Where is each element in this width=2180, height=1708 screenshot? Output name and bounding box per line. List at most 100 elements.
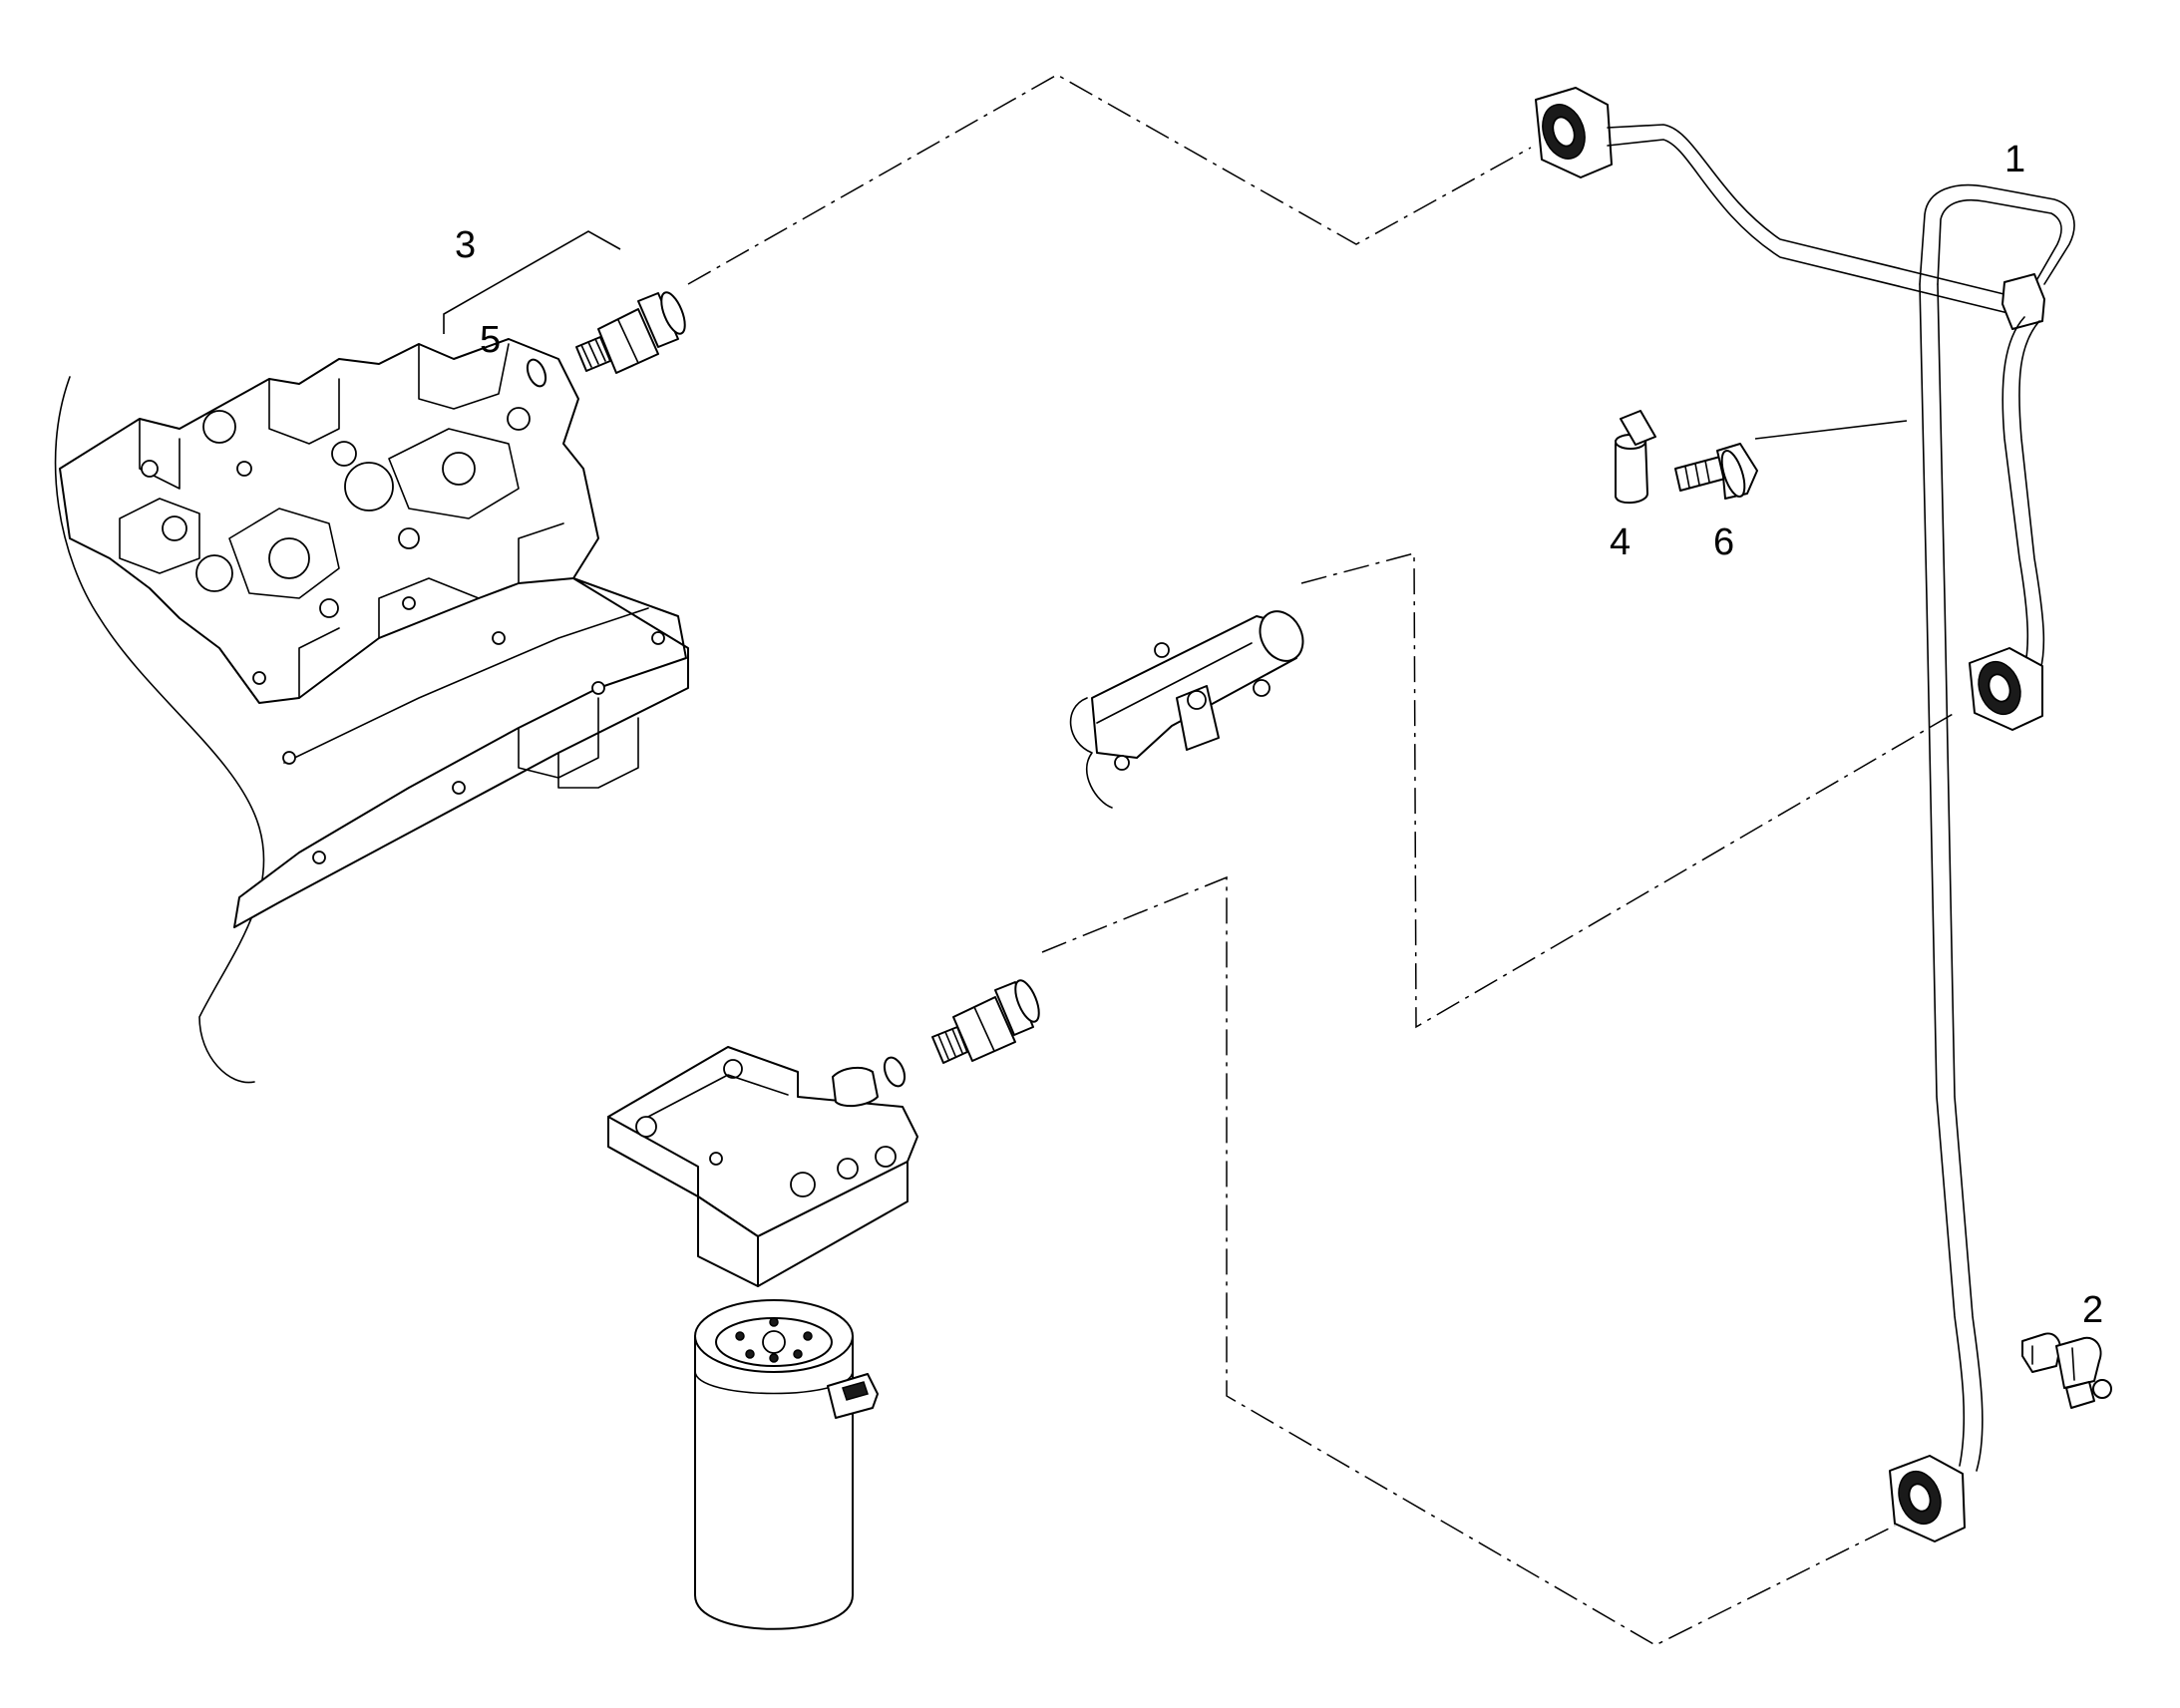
flange-bolt-hole-4 (651, 631, 665, 645)
filter-head (607, 1046, 918, 1287)
filter-head-hole-6 (709, 1152, 723, 1166)
fuel-pipe-1 (1535, 87, 2075, 1542)
lower-sensor (883, 979, 1040, 1088)
housing-inner-wall-4 (228, 508, 340, 599)
callout-3: 3 (455, 224, 476, 266)
callouts: 1 2 3 4 5 6 (455, 139, 2103, 1331)
housing-rib-1 (378, 577, 480, 639)
clip-4-tab (1620, 410, 1656, 446)
filter-port-4 (769, 1353, 779, 1363)
fuel-rail-bolt-1 (1154, 642, 1170, 658)
housing-flange (233, 577, 689, 928)
filter-port-6 (793, 1349, 803, 1359)
callout-2: 2 (2082, 1289, 2103, 1331)
housing-bore-6 (442, 452, 476, 486)
fuel-rail-assembly (1069, 610, 1304, 809)
chain-line-lower (1041, 875, 1896, 1646)
clip-4-body (1615, 438, 1648, 505)
sensor-assembly-3 (526, 291, 686, 388)
o-ring-5 (526, 358, 547, 388)
filter-water-sensor-connector (842, 1381, 869, 1401)
pipe-fitting-top-bore-inner (1552, 116, 1576, 148)
housing-bore-3 (268, 537, 310, 579)
filter-cartridge (694, 1299, 879, 1630)
filter-head-hole-3 (790, 1172, 816, 1197)
clamp-2-detail (2031, 1345, 2075, 1381)
callout-1: 1 (2004, 139, 2025, 180)
flange-bolt-hole-3 (591, 681, 605, 695)
housing-inner-wall-6 (119, 498, 200, 574)
bolt-6-threads (1684, 460, 1710, 489)
housing-bore-2 (344, 462, 394, 512)
pipe-tube-loop (1919, 183, 2075, 285)
pipe-clamp-bracket (2001, 273, 2045, 330)
filter-head-hole-4 (837, 1158, 859, 1180)
filter-center-hole (762, 1330, 786, 1354)
transmission-housing (54, 338, 689, 1084)
chain-line-middle (1300, 552, 1956, 1029)
callout-5: 5 (480, 319, 501, 361)
flange-bolt-hole-1 (402, 596, 416, 610)
bolt-6-flange (1720, 450, 1746, 498)
housing-inner-wall-3 (418, 343, 510, 410)
chain-line-upper (687, 74, 1532, 285)
fuel-rail-bolt-3 (1253, 679, 1271, 697)
fuel-rail-bolt-2 (1114, 755, 1130, 771)
filter-head-side (757, 1161, 908, 1287)
filter-head-channel (647, 1074, 789, 1118)
housing-bore-11 (141, 460, 159, 478)
housing-outline-curve (54, 376, 265, 1084)
lower-sensor-hex-edge (973, 1006, 995, 1052)
fuel-rail-boss-hole (1187, 690, 1207, 710)
callout-6: 6 (1713, 521, 1734, 563)
sensor-3-seal-ring (660, 291, 686, 335)
housing-inner-wall-1 (139, 418, 181, 490)
flange-bolt-hole-6 (312, 851, 326, 864)
housing-rib-2 (518, 522, 564, 584)
filter-head-hole-2 (723, 1059, 743, 1079)
lower-sensor-thread (931, 1026, 968, 1064)
filter-head-port-tube (832, 1066, 879, 1108)
housing-bore-12 (236, 461, 252, 477)
pipe-tube-upper-2 (1607, 139, 2025, 318)
fuel-rail-mount-outline (1069, 697, 1113, 809)
lower-sensor-seal (1014, 979, 1040, 1023)
housing-inner-wall-2 (268, 378, 340, 445)
callout-4: 4 (1610, 521, 1631, 563)
housing-bore-10 (319, 598, 339, 618)
bolt-part-6 (1674, 443, 1758, 500)
pipe-fitting-middle-bore-inner (1988, 673, 2011, 703)
filter-port-5 (745, 1349, 755, 1359)
clamp-part-2 (2021, 1332, 2112, 1409)
housing-top-plate (59, 338, 599, 704)
housing-bore-9 (398, 527, 420, 549)
sensor-3-body (637, 292, 679, 348)
fuel-rail-end-port (1259, 610, 1304, 662)
pipe-tube-loop-2 (1937, 198, 2062, 285)
lower-o-ring (883, 1056, 907, 1088)
pipe-tube-long (1919, 283, 1966, 1467)
clip-part-4 (1615, 410, 1656, 505)
housing-flange-edge (283, 607, 649, 764)
filter-port-3 (769, 1317, 779, 1327)
lower-sensor-thread-lines (937, 1028, 963, 1060)
housing-bore-4 (195, 554, 233, 592)
pipe-tube-long-2 (1937, 283, 1984, 1472)
filter-canister-body (694, 1335, 854, 1630)
flange-bolt-hole-7 (282, 751, 296, 765)
clamp-2-lower (2065, 1381, 2095, 1409)
flange-bolt-hole-5 (452, 781, 466, 795)
housing-bore-5 (331, 441, 357, 467)
housing-bore-7 (162, 515, 187, 541)
fuel-rail-edge (1096, 642, 1253, 724)
lower-sensor-body (994, 981, 1034, 1036)
filter-head-hole-1 (635, 1116, 657, 1138)
clamp-2-bolt (2092, 1379, 2112, 1399)
pipe-tube-right (2001, 316, 2029, 669)
leader-1 (1754, 420, 1908, 440)
housing-bore-8 (507, 407, 531, 431)
bolt-6-shank (1674, 456, 1726, 492)
leader-lines (443, 230, 1908, 440)
pipe-tube-right-2 (2018, 320, 2045, 671)
